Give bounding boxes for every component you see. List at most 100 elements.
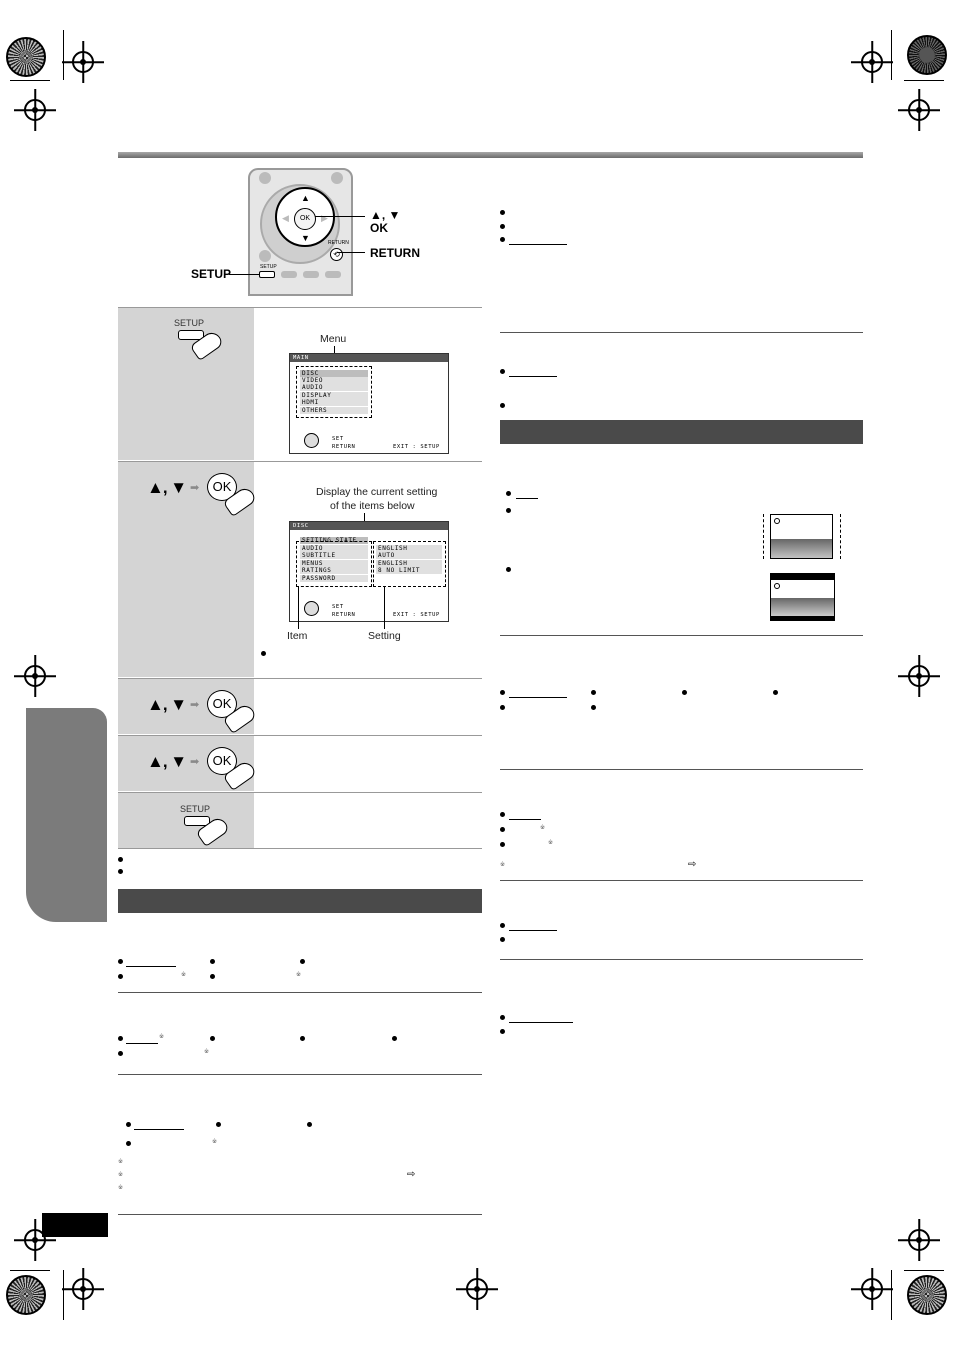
side-chapter-tab (26, 708, 107, 922)
bullet (500, 937, 505, 942)
bullet (506, 508, 511, 513)
bullet (500, 210, 505, 215)
footnote-mark: ※ (540, 825, 546, 831)
registration-mark (466, 1278, 488, 1300)
bullet (118, 1051, 123, 1056)
menu-highlight-box (296, 366, 372, 418)
section-rule (500, 959, 863, 960)
dpad-mini-icon (304, 601, 319, 616)
setup-key-text: SETUP (180, 804, 211, 814)
registration-mark (908, 1229, 930, 1251)
crop-line (904, 1270, 944, 1271)
ok-hand-icon: OK (207, 690, 237, 718)
disc-item: RATINGS (300, 567, 368, 574)
arrows-ok-label: ▲, ▼ (370, 208, 401, 222)
disc-item: PASSWORD (300, 575, 368, 582)
footer-return: RETURN (332, 612, 356, 618)
footnote-mark: ※ (118, 1185, 124, 1191)
underline (509, 244, 567, 245)
bullet (500, 403, 505, 408)
left-arrow-icon: ◀ (282, 213, 289, 223)
landscape-shape (771, 539, 832, 558)
bullet (300, 1036, 305, 1041)
bullet (591, 690, 596, 695)
bullet (500, 224, 505, 229)
disc-menu-header: DISC (290, 522, 448, 530)
remote-button (325, 271, 341, 278)
menu-item: AUDIO (300, 384, 368, 391)
menu-item: DISC (300, 370, 368, 377)
registration-mark (24, 1229, 46, 1251)
landscape-shape (771, 598, 834, 616)
section-rule (500, 769, 863, 770)
underline (509, 1022, 573, 1023)
remote-button (331, 172, 343, 184)
step-divider (118, 792, 482, 793)
setup-hand-icon: SETUP (174, 318, 230, 361)
return-label: RETURN (370, 246, 420, 260)
step-divider (118, 461, 482, 462)
step-divider (118, 735, 482, 736)
main-menu-screen: MAIN DISC VIDEO AUDIO DISPLAY HDMI OTHER… (289, 353, 449, 454)
remote-button (303, 271, 319, 278)
crop-line (904, 80, 944, 81)
footnote-mark: ※ (204, 1049, 210, 1055)
remote-button (259, 172, 271, 184)
bullet (500, 1015, 505, 1020)
step-divider (118, 678, 482, 679)
crop-line (10, 1270, 50, 1271)
step-arrow-icon: ➡ (190, 699, 200, 711)
bullet (392, 1036, 397, 1041)
setting-pointer (384, 587, 385, 629)
remote-button (281, 271, 297, 278)
underline (516, 498, 538, 499)
footer-set: SET (332, 436, 344, 442)
footer-return: RETURN (332, 444, 356, 450)
disc-item: AUDIO (300, 545, 368, 552)
section-rule (500, 880, 863, 881)
setting-highlight-box (373, 541, 446, 587)
current-setting-callout-line2: of the items below (330, 500, 415, 512)
section-rule (118, 1214, 482, 1215)
color-target-bottom-right (907, 1275, 947, 1315)
footnote-mark: ※ (159, 1034, 165, 1040)
bullet (118, 857, 123, 862)
item-pointer (298, 587, 299, 629)
menu-item: VIDEO (300, 377, 368, 384)
disc-value: AUTO (376, 552, 442, 559)
bullet (210, 974, 215, 979)
page-number-box (42, 1213, 108, 1237)
registration-mark (24, 665, 46, 687)
footnote-mark: ※ (181, 972, 187, 978)
footer-exit: EXIT : SETUP (393, 444, 440, 450)
header-bar (118, 152, 863, 158)
bullet (773, 690, 778, 695)
leader-line (337, 252, 365, 253)
bullet (500, 842, 505, 847)
step-arrow-icon: ➡ (190, 482, 200, 494)
bullet (118, 1036, 123, 1041)
disc-value: 8 NO LIMIT (376, 567, 442, 574)
bullet (506, 567, 511, 572)
setup-label: SETUP (191, 267, 232, 281)
section-header-bar (500, 420, 863, 444)
bullet (118, 869, 123, 874)
remote-setup-key-label: SETUP (260, 264, 277, 270)
dpad (275, 187, 335, 247)
remote-button (259, 250, 271, 262)
underline (509, 697, 567, 698)
bullet (300, 959, 305, 964)
remote-ok-key: OK (294, 208, 316, 230)
bullet (500, 369, 505, 374)
underline (509, 819, 541, 820)
remote-setup-key (259, 271, 275, 278)
letterbox-image (771, 580, 834, 616)
aspect-letterbox-thumbnail (770, 573, 835, 621)
bullet (118, 959, 123, 964)
reference-arrow-icon: ⇨ (407, 1169, 416, 1180)
footnote-mark: ※ (548, 840, 554, 846)
section-rule (500, 635, 863, 636)
registration-mark (72, 1278, 94, 1300)
bullet (500, 705, 505, 710)
bullet (307, 1122, 312, 1127)
